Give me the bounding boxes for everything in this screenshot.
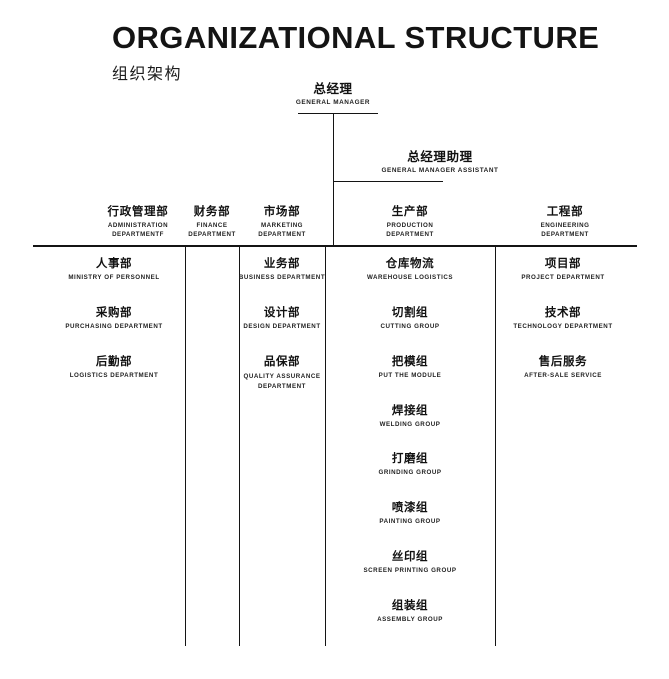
item-cn-welding: 焊接组 [391, 405, 429, 417]
item-en-quality-assurance: QUALITY ASSURANCE DEPARTMENT [232, 372, 332, 391]
list-item-put-module[interactable]: 把模组 PUT THE MODULE [350, 356, 470, 379]
department-label-administration[interactable]: 行政管理部 ADMINISTRATION DEPARTMENTF [73, 206, 203, 240]
general-manager-label-en: GENERAL MANAGER [295, 99, 371, 107]
item-cn-painting: 喷漆组 [391, 502, 429, 514]
item-cn-business: 业务部 [263, 258, 301, 270]
item-cn-assembly: 组装组 [391, 600, 429, 612]
dept-en-line1-production: PRODUCTION [386, 222, 434, 230]
department-row-divider [33, 245, 637, 247]
item-en-welding: WELDING GROUP [379, 421, 441, 429]
item-en-grinding: GRINDING GROUP [378, 469, 442, 477]
general-manager-label-cn: 总经理 [313, 82, 353, 96]
list-item-welding[interactable]: 焊接组 WELDING GROUP [350, 405, 470, 428]
node-general-manager[interactable]: 总经理 GENERAL MANAGER [273, 82, 393, 107]
item-cn-design: 设计部 [263, 307, 301, 319]
list-item-technology[interactable]: 技术部 TECHNOLOGY DEPARTMENT [483, 307, 643, 330]
list-item-assembly[interactable]: 组装组 ASSEMBLY GROUP [350, 600, 470, 623]
dept-cn-production: 生产部 [391, 206, 429, 218]
department-label-production[interactable]: 生产部 PRODUCTION DEPARTMENT [345, 206, 475, 240]
column-divider-3 [325, 245, 327, 646]
column-divider-1 [185, 245, 187, 646]
item-en-business: BUSINESS DEPARTMENT [238, 274, 326, 282]
connector-gm-to-assistant [333, 113, 335, 181]
item-en-project: PROJECT DEPARTMENT [521, 274, 605, 282]
item-cn-put-module: 把模组 [391, 356, 429, 368]
item-cn-after-sale: 售后服务 [538, 356, 588, 368]
item-cn-logistics-admin: 后勤部 [95, 356, 133, 368]
item-en-assembly: ASSEMBLY GROUP [377, 616, 443, 624]
dept-en-production: PRODUCTION DEPARTMENT [345, 222, 475, 239]
item-cn-technology: 技术部 [544, 307, 582, 319]
gm-assistant-underline [333, 181, 443, 183]
list-item-grinding[interactable]: 打磨组 GRINDING GROUP [350, 453, 470, 476]
item-en-cutting: CUTTING GROUP [380, 323, 440, 331]
connector-assistant-to-departments [333, 181, 335, 245]
dept-cn-engineering: 工程部 [546, 206, 584, 218]
item-cn-quality-assurance: 品保部 [263, 356, 301, 368]
dept-en-finance: FINANCE DEPARTMENT [172, 222, 252, 239]
item-cn-warehouse-logistics: 仓库物流 [385, 258, 435, 270]
dept-en-line2-finance: DEPARTMENT [188, 230, 236, 238]
dept-en-line2-administration: DEPARTMENTF [112, 230, 164, 238]
item-en-painting: PAINTING GROUP [379, 518, 441, 526]
dept-en-engineering: ENGINEERING DEPARTMENT [500, 222, 630, 239]
department-label-marketing[interactable]: 市场部 MARKETING DEPARTMENT [237, 206, 327, 240]
dept-en-line1-finance: FINANCE [196, 222, 228, 230]
dept-cn-finance: 财务部 [193, 206, 231, 218]
item-en-personnel: MINISTRY OF PERSONNEL [68, 274, 160, 282]
list-item-cutting[interactable]: 切割组 CUTTING GROUP [350, 307, 470, 330]
list-item-project[interactable]: 项目部 PROJECT DEPARTMENT [483, 258, 643, 281]
department-label-engineering[interactable]: 工程部 ENGINEERING DEPARTMENT [500, 206, 630, 240]
dept-en-administration: ADMINISTRATION DEPARTMENTF [73, 222, 203, 239]
gm-assistant-label-cn: 总经理助理 [407, 150, 473, 164]
dept-cn-marketing: 市场部 [263, 206, 301, 218]
dept-en-line1-administration: ADMINISTRATION [107, 222, 169, 230]
item-cn-cutting: 切割组 [391, 307, 429, 319]
page-title: ORGANIZATIONAL STRUCTURE 组织架构 [112, 20, 600, 84]
list-item-after-sale[interactable]: 售后服务 AFTER-SALE SERVICE [483, 356, 643, 379]
item-cn-personnel: 人事部 [95, 258, 133, 270]
item-en-after-sale: AFTER-SALE SERVICE [524, 372, 602, 380]
title-chinese: 组织架构 [112, 65, 183, 83]
item-cn-screen-printing: 丝印组 [391, 551, 429, 563]
list-item-painting[interactable]: 喷漆组 PAINTING GROUP [350, 502, 470, 525]
dept-en-marketing: MARKETING DEPARTMENT [237, 222, 327, 239]
item-en-line2-quality-assurance: DEPARTMENT [257, 382, 306, 390]
list-item-business[interactable]: 业务部 BUSINESS DEPARTMENT [222, 258, 342, 281]
item-cn-grinding: 打磨组 [391, 453, 429, 465]
dept-en-line2-production: DEPARTMENT [386, 230, 434, 238]
column-divider-2 [239, 245, 241, 646]
item-en-design: DESIGN DEPARTMENT [243, 323, 321, 331]
list-item-screen-printing[interactable]: 丝印组 SCREEN PRINTING GROUP [350, 551, 470, 574]
item-en-screen-printing: SCREEN PRINTING GROUP [363, 567, 457, 575]
item-cn-project: 项目部 [544, 258, 582, 270]
list-item-design[interactable]: 设计部 DESIGN DEPARTMENT [222, 307, 342, 330]
item-en-logistics-admin: LOGISTICS DEPARTMENT [69, 372, 159, 380]
item-en-put-module: PUT THE MODULE [378, 372, 442, 380]
department-label-finance[interactable]: 财务部 FINANCE DEPARTMENT [172, 206, 252, 240]
dept-en-line1-marketing: MARKETING [261, 222, 303, 230]
dept-en-line1-engineering: ENGINEERING [540, 222, 590, 230]
list-item-personnel[interactable]: 人事部 MINISTRY OF PERSONNEL [49, 258, 179, 281]
item-cn-purchasing: 采购部 [95, 307, 133, 319]
column-divider-4 [495, 245, 497, 646]
title-english: ORGANIZATIONAL STRUCTURE [112, 20, 600, 55]
dept-cn-administration: 行政管理部 [107, 206, 169, 218]
item-en-technology: TECHNOLOGY DEPARTMENT [513, 323, 613, 331]
dept-en-line2-marketing: DEPARTMENT [258, 230, 306, 238]
item-en-warehouse-logistics: WAREHOUSE LOGISTICS [366, 274, 454, 282]
dept-en-line2-engineering: DEPARTMENT [541, 230, 589, 238]
list-item-purchasing[interactable]: 采购部 PURCHASING DEPARTMENT [49, 307, 179, 330]
item-en-line1-quality-assurance: QUALITY ASSURANCE [243, 373, 321, 381]
general-manager-underline [298, 113, 378, 115]
list-item-quality-assurance[interactable]: 品保部 QUALITY ASSURANCE DEPARTMENT [232, 356, 332, 391]
list-item-logistics-admin[interactable]: 后勤部 LOGISTICS DEPARTMENT [49, 356, 179, 379]
list-item-warehouse-logistics[interactable]: 仓库物流 WAREHOUSE LOGISTICS [350, 258, 470, 281]
node-general-manager-assistant[interactable]: 总经理助理 GENERAL MANAGER ASSISTANT [324, 150, 556, 175]
item-en-purchasing: PURCHASING DEPARTMENT [65, 323, 163, 331]
gm-assistant-label-en: GENERAL MANAGER ASSISTANT [381, 167, 499, 175]
